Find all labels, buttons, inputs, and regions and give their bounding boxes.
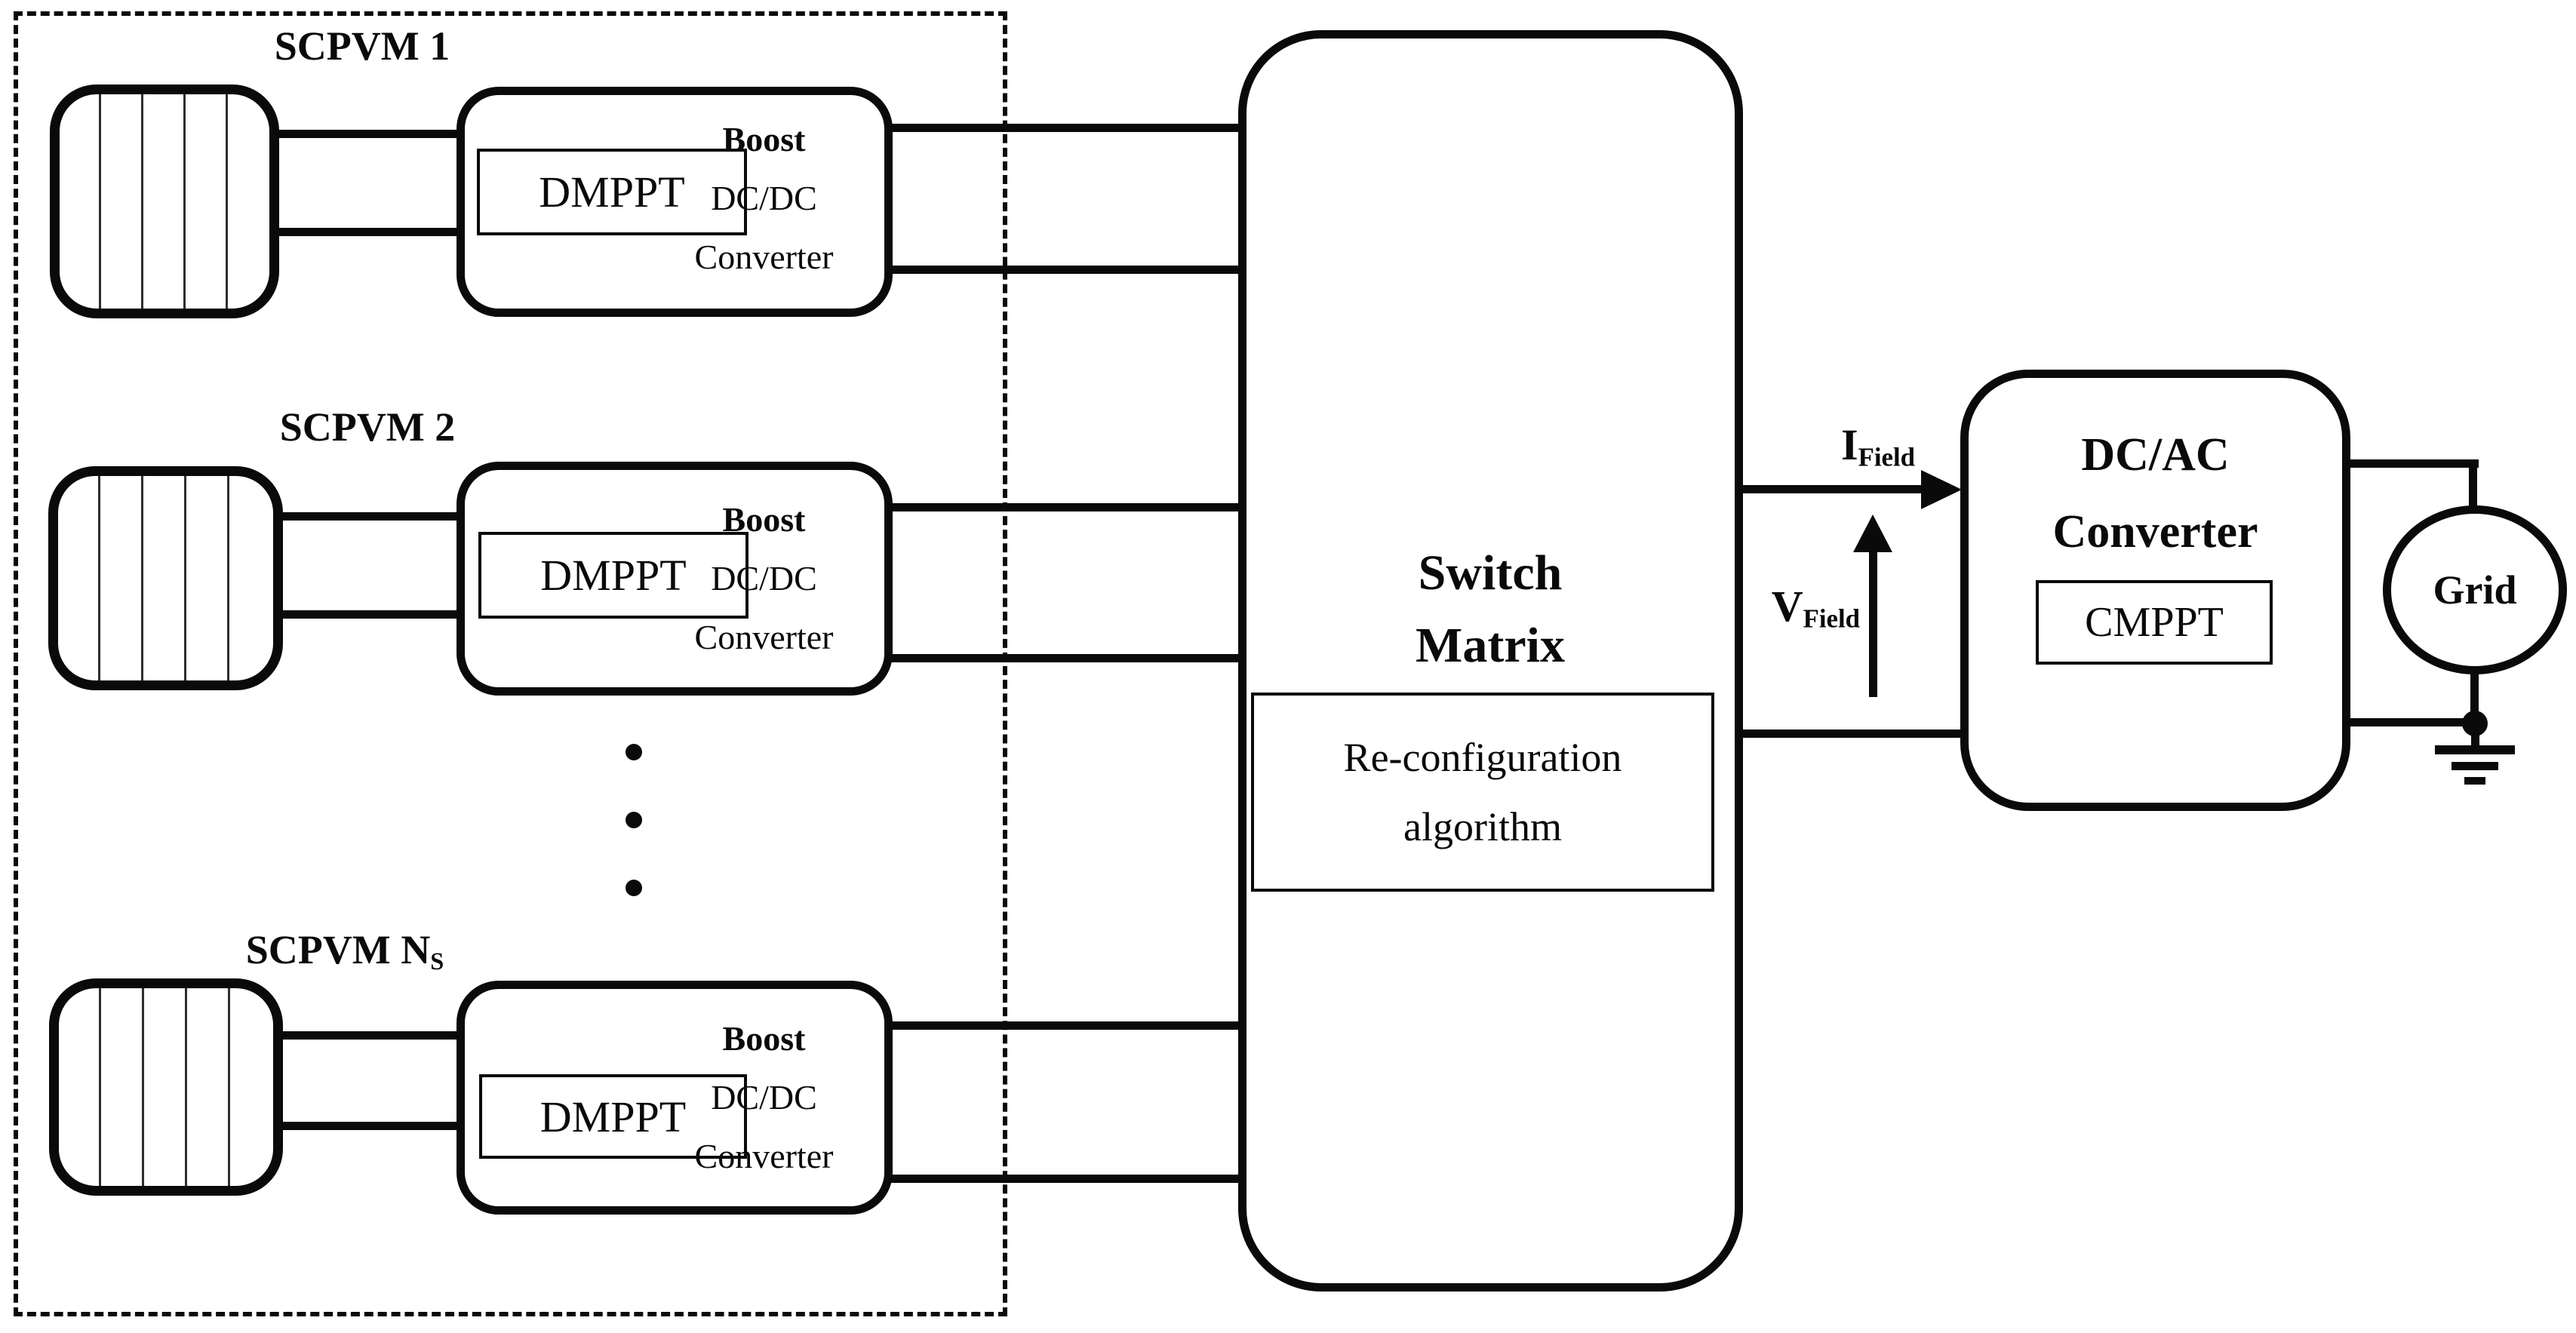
pv-cell-divider: [184, 476, 186, 680]
switch-matrix-title-line1: Switch: [1418, 545, 1563, 600]
wire-converter1-matrix-top: [889, 124, 1242, 132]
dcdc-label-3: DC/DC: [711, 1078, 817, 1116]
wire-grid-bottom-drop: [2470, 670, 2479, 727]
wire-pv2-converter-top: [272, 512, 460, 521]
boost-label-2: Boost: [722, 500, 806, 539]
ifield-arrowhead-icon: [1921, 470, 1962, 509]
vfield-label: VField: [1754, 581, 1860, 634]
pv-cell-divider: [141, 94, 143, 309]
switch-matrix-title: Switch Matrix: [1283, 537, 1698, 682]
converter-caption-3: Boost DC/DC Converter: [679, 1009, 849, 1186]
ifield-base: I: [1841, 420, 1858, 469]
ifield-label: IField: [1841, 419, 1915, 472]
pv-cell-divider: [226, 94, 228, 309]
wire-inverter-grid-top: [2343, 459, 2479, 468]
cmppt-label: CMPPT: [2085, 599, 2224, 646]
vfield-arrow-shaft: [1869, 549, 1877, 697]
reconfiguration-algorithm-text: Re-configuration algorithm: [1344, 723, 1622, 862]
pv-module-icon-2: [48, 466, 283, 690]
wire-ifield: [1739, 485, 1924, 493]
ground-bar-2-icon: [2452, 762, 2498, 770]
wire-pv3-converter-top: [272, 1031, 460, 1040]
dcac-converter-box: [1960, 370, 2350, 811]
dmppt-box-3: DMPPT: [479, 1074, 747, 1159]
converter-caption-1: Boost DC/DC Converter: [679, 110, 849, 287]
vfield-arrowhead-icon: [1853, 514, 1892, 552]
grid-label: Grid: [2433, 567, 2517, 613]
pv-module-icon-1: [50, 84, 279, 318]
converter-label-1: Converter: [694, 238, 834, 276]
grid-circle: Grid: [2383, 505, 2567, 674]
wire-pv2-converter-bottom: [272, 610, 460, 619]
pv-cell-divider: [228, 988, 230, 1186]
dmppt-label-3: DMPPT: [539, 1092, 687, 1141]
module-label-1: SCPVM 1: [249, 23, 475, 72]
ellipsis-dot-icon: [626, 812, 642, 828]
reconfiguration-line2: algorithm: [1403, 804, 1562, 849]
module-label-3-subscript: S: [430, 948, 444, 975]
dmppt-box-1: DMPPT: [477, 149, 747, 235]
wire-grid-top-drop: [2469, 459, 2477, 512]
wire-converter1-matrix-bottom: [889, 266, 1242, 274]
boost-label-1: Boost: [722, 120, 806, 158]
converter-caption-2: Boost DC/DC Converter: [679, 490, 849, 667]
wire-converter2-matrix-top: [889, 503, 1242, 511]
module-label-1-text: SCPVM 1: [274, 23, 450, 69]
module-label-2: SCPVM 2: [254, 404, 481, 453]
dcdc-label-1: DC/DC: [711, 179, 817, 217]
dmppt-label-2: DMPPT: [540, 551, 687, 600]
pv-cell-divider: [99, 988, 101, 1186]
module-label-2-text: SCPVM 2: [279, 404, 456, 450]
pv-cell-divider: [141, 476, 143, 680]
cmppt-box: CMPPT: [2036, 580, 2273, 665]
ground-bar-1-icon: [2435, 745, 2515, 754]
dmppt-box-2: DMPPT: [478, 532, 749, 619]
pv-cell-divider: [183, 94, 186, 309]
pv-cell-divider: [185, 988, 187, 1186]
wire-pv1-converter-bottom: [272, 228, 460, 236]
ground-stem: [2471, 723, 2479, 747]
wire-converter2-matrix-bottom: [889, 654, 1242, 662]
wire-pv1-converter-top: [272, 130, 460, 138]
dcac-title-line1: DC/AC: [2081, 429, 2230, 481]
wire-converter3-matrix-bottom: [889, 1175, 1242, 1183]
dcdc-label-2: DC/DC: [711, 559, 817, 597]
boost-label-3: Boost: [722, 1019, 806, 1058]
vfield-base: V: [1771, 582, 1803, 631]
scpvm-group-boundary: [14, 11, 1007, 1316]
converter-label-2: Converter: [694, 618, 834, 656]
pv-cell-divider: [142, 988, 144, 1186]
pv-cell-divider: [98, 476, 100, 680]
reconfiguration-line1: Re-configuration: [1343, 735, 1622, 780]
dcac-converter-title: DC/AC Converter: [1992, 416, 2319, 570]
wire-matrix-inverter-return: [1739, 729, 1966, 738]
ifield-subscript: Field: [1858, 442, 1915, 472]
pv-module-icon-3: [49, 978, 283, 1196]
wire-pv3-converter-bottom: [272, 1122, 460, 1130]
pv-cell-divider: [99, 94, 101, 309]
dcac-title-line2: Converter: [2052, 506, 2258, 557]
reconfiguration-algorithm-box: Re-configuration algorithm: [1251, 693, 1714, 892]
switch-matrix-title-line2: Matrix: [1416, 618, 1565, 673]
vfield-subscript: Field: [1803, 604, 1860, 634]
converter-label-3: Converter: [694, 1137, 834, 1175]
ellipsis-dot-icon: [626, 744, 642, 760]
switch-matrix-box: [1238, 30, 1743, 1292]
ellipsis-dot-icon: [626, 880, 642, 896]
dmppt-label-1: DMPPT: [539, 167, 685, 217]
module-label-3-text: SCPVM N: [245, 927, 431, 972]
module-label-3: SCPVM NS: [220, 926, 469, 976]
ground-bar-3-icon: [2464, 777, 2485, 785]
wire-converter3-matrix-top: [889, 1021, 1242, 1030]
pv-cell-divider: [227, 476, 229, 680]
wire-inverter-grid-bottom: [2343, 718, 2479, 726]
